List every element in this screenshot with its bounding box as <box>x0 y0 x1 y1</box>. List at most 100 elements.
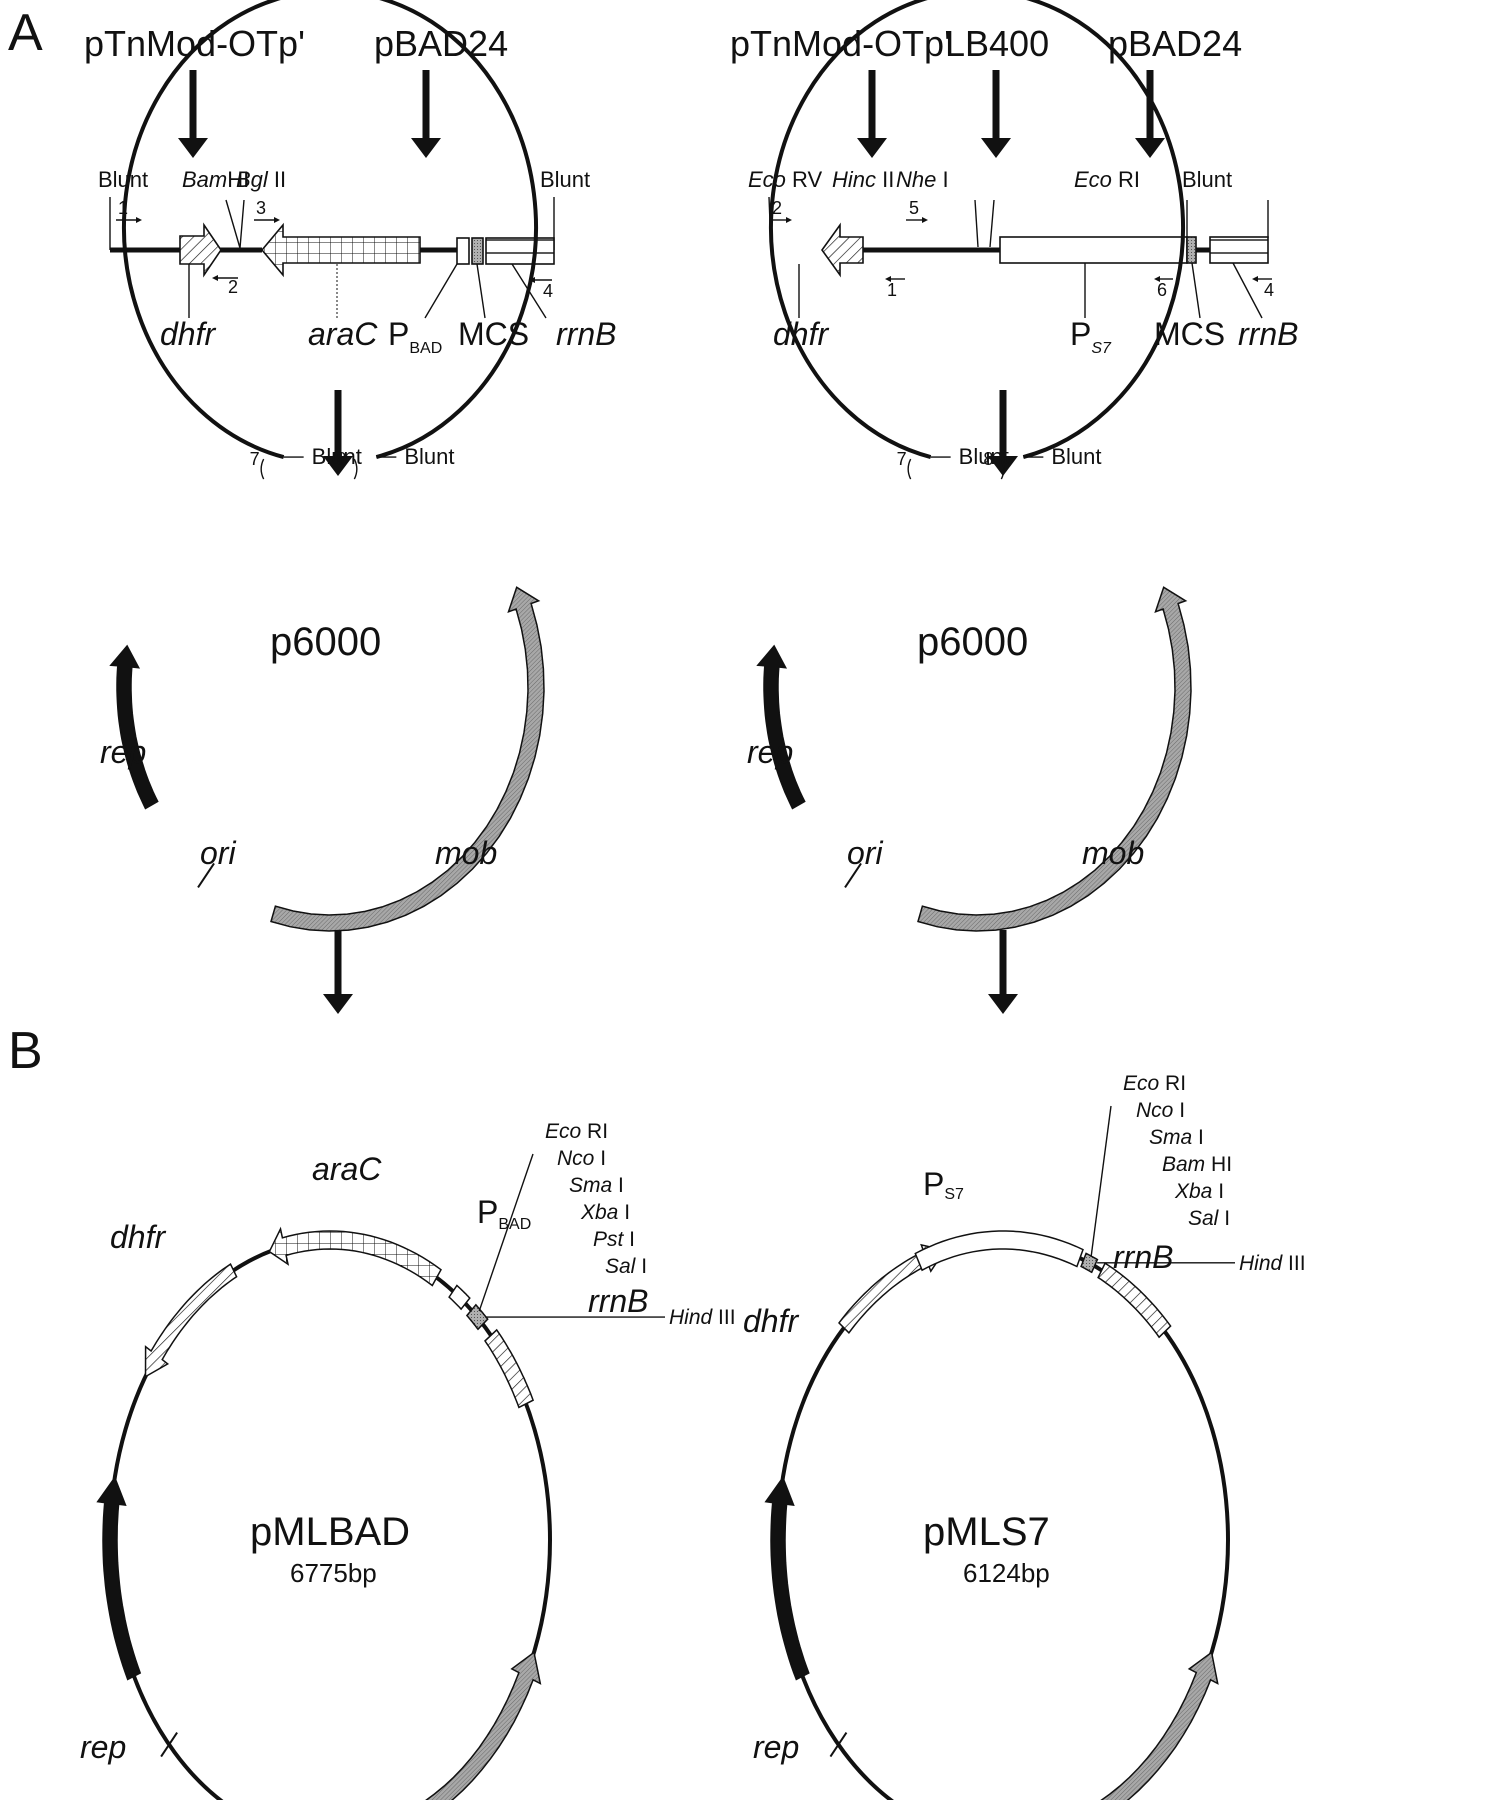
primer-4-label: 4 <box>543 281 553 301</box>
arrow-down-icon <box>178 70 208 158</box>
primer-8-arrow-icon <box>1000 458 1005 480</box>
gene-label-arac: araC <box>312 1151 382 1187</box>
mcs-leader-line <box>478 1153 534 1312</box>
mcs-site-label: Eco RI <box>545 1120 608 1143</box>
mcs-site-label: Eco RI <box>1123 1072 1186 1095</box>
source-lb400: LB400 <box>945 23 1049 64</box>
site-blunt-left: Blunt <box>312 444 362 469</box>
gene-label-rrnb: rrnB <box>588 1283 648 1319</box>
site-blunt-right: Blunt <box>404 444 454 469</box>
rep-gene-arrow <box>109 644 159 810</box>
mob-gene-arrow <box>425 1651 542 1800</box>
arrow-down-icon <box>323 930 353 1014</box>
dhfr-gene-arrow <box>144 1262 238 1378</box>
plasmid-name: pMLS7 <box>923 1510 1050 1554</box>
gene-label-mob: mob <box>1082 835 1144 871</box>
pbad-box <box>448 1284 471 1311</box>
gene-label-rep: rep <box>100 734 146 770</box>
mob-gene-arrow <box>1100 1651 1219 1800</box>
gene-label-dhfr: dhfr <box>773 316 829 352</box>
site-hincii: Hinc II <box>832 167 894 192</box>
gene-label-rep: rep <box>753 1729 799 1765</box>
rrnb-box <box>1097 1262 1172 1339</box>
rep-gene-arrow <box>756 644 806 810</box>
dhfr-gene-arrow <box>179 222 222 278</box>
gene-label-rrnb: rrnB <box>1113 1239 1173 1275</box>
panel-label-a: A <box>8 4 43 62</box>
plasmid-name: pMLBAD <box>250 1510 410 1554</box>
primer-8-label: 8 <box>336 449 346 469</box>
gene-label-arac: araC <box>308 316 378 352</box>
rrnb-box <box>484 1328 535 1409</box>
site-bglii: Bgl II <box>236 167 286 192</box>
primer-5-label: 5 <box>909 198 919 218</box>
rep-gene-arrow <box>96 1476 142 1681</box>
arrow-down-icon <box>411 70 441 158</box>
arrow-down-icon <box>323 390 353 476</box>
mcs-site-label: Nco I <box>1136 1099 1185 1122</box>
gene-label-rrnb: rrnB <box>1238 316 1298 352</box>
linear-map-right: Eco RV Hinc II Nhe I Eco RI Blunt 2 5 1 … <box>748 167 1298 357</box>
primer-1-label: 1 <box>887 280 897 300</box>
mcs-box <box>1186 236 1197 264</box>
dhfr-gene-arrow <box>840 225 863 236</box>
gene-label-rep: rep <box>80 1729 126 1765</box>
gene-label-rrnb: rrnB <box>556 316 616 352</box>
mcs-site-label: Bam HI <box>1162 1153 1232 1176</box>
plasmid-size: 6775bp <box>290 1558 377 1588</box>
arrow-down-icon <box>857 70 887 158</box>
gene-label-ori: ori <box>200 835 236 871</box>
mcs-site-label: Pst I <box>593 1228 635 1251</box>
rrnb-box <box>1209 236 1269 264</box>
mcs-box <box>1080 1252 1099 1274</box>
ori-tick <box>197 862 215 889</box>
source-ptnmod-otp-right: pTnMod-OTp' <box>730 23 951 64</box>
rrnb-box <box>485 237 555 265</box>
gene-label-mob: mob <box>435 835 497 871</box>
linear-map-left: Blunt BamHI Bgl II Blunt 1 2 3 4 dhfr a <box>98 167 616 357</box>
mcs-site-label: Xba I <box>580 1201 630 1224</box>
arac-gene-arrow <box>268 1226 442 1287</box>
site-blunt-right: Blunt <box>1051 444 1101 469</box>
arrow-down-icon <box>988 930 1018 1014</box>
ori-tick <box>844 862 862 889</box>
mob-gene-arrow <box>917 586 1192 932</box>
plasmid-name-p6000: p6000 <box>270 620 381 664</box>
site-bamhi: BamHI <box>182 167 249 192</box>
mcs-site-label: Sma I <box>1149 1126 1204 1149</box>
rep-gene-arrow <box>764 1476 810 1681</box>
arrow-down-icon <box>1135 70 1165 158</box>
plasmid-pmls7: PS7 dhfr rrnB Eco RI Nco I Sma I Bam HI Xba I Sa… <box>743 1072 1306 1800</box>
gene-label-dhfr: dhfr <box>110 1219 166 1255</box>
arrow-down-icon <box>981 70 1011 158</box>
primer-4-label: 4 <box>1264 280 1274 300</box>
arac-gene-arrow <box>260 222 421 278</box>
mcs-site-label: Hind III <box>669 1306 736 1329</box>
primer-6-label: 6 <box>1157 280 1167 300</box>
site-blunt-left: Blunt <box>98 167 148 192</box>
ori-tick <box>160 1732 178 1758</box>
gene-label-ori: ori <box>847 835 883 871</box>
primer-3-label: 3 <box>256 198 266 218</box>
site-blunt-left: Blunt <box>959 444 1009 469</box>
pbad-box <box>456 237 470 265</box>
gene-label-dhfr: dhfr <box>743 1303 799 1339</box>
site-blunt-right: Blunt <box>540 167 590 192</box>
mcs-site-label: Nco I <box>557 1147 606 1170</box>
backbone-arc <box>769 0 1185 459</box>
backbone-arc <box>122 0 538 459</box>
mcs-box <box>471 237 484 265</box>
gene-label-rep: rep <box>747 734 793 770</box>
mcs-site-label: Xba I <box>1174 1180 1224 1203</box>
ps7-box <box>914 1230 1084 1272</box>
gene-label-pbad: PBAD <box>388 316 442 357</box>
primer-8-arrow-icon <box>353 458 358 480</box>
gene-label-pbad: PBAD <box>477 1194 531 1233</box>
gene-label-ps7: PS7 <box>923 1166 964 1203</box>
source-pbad24-right: pBAD24 <box>1108 23 1242 64</box>
mcs-site-label: Sal I <box>1188 1207 1230 1230</box>
